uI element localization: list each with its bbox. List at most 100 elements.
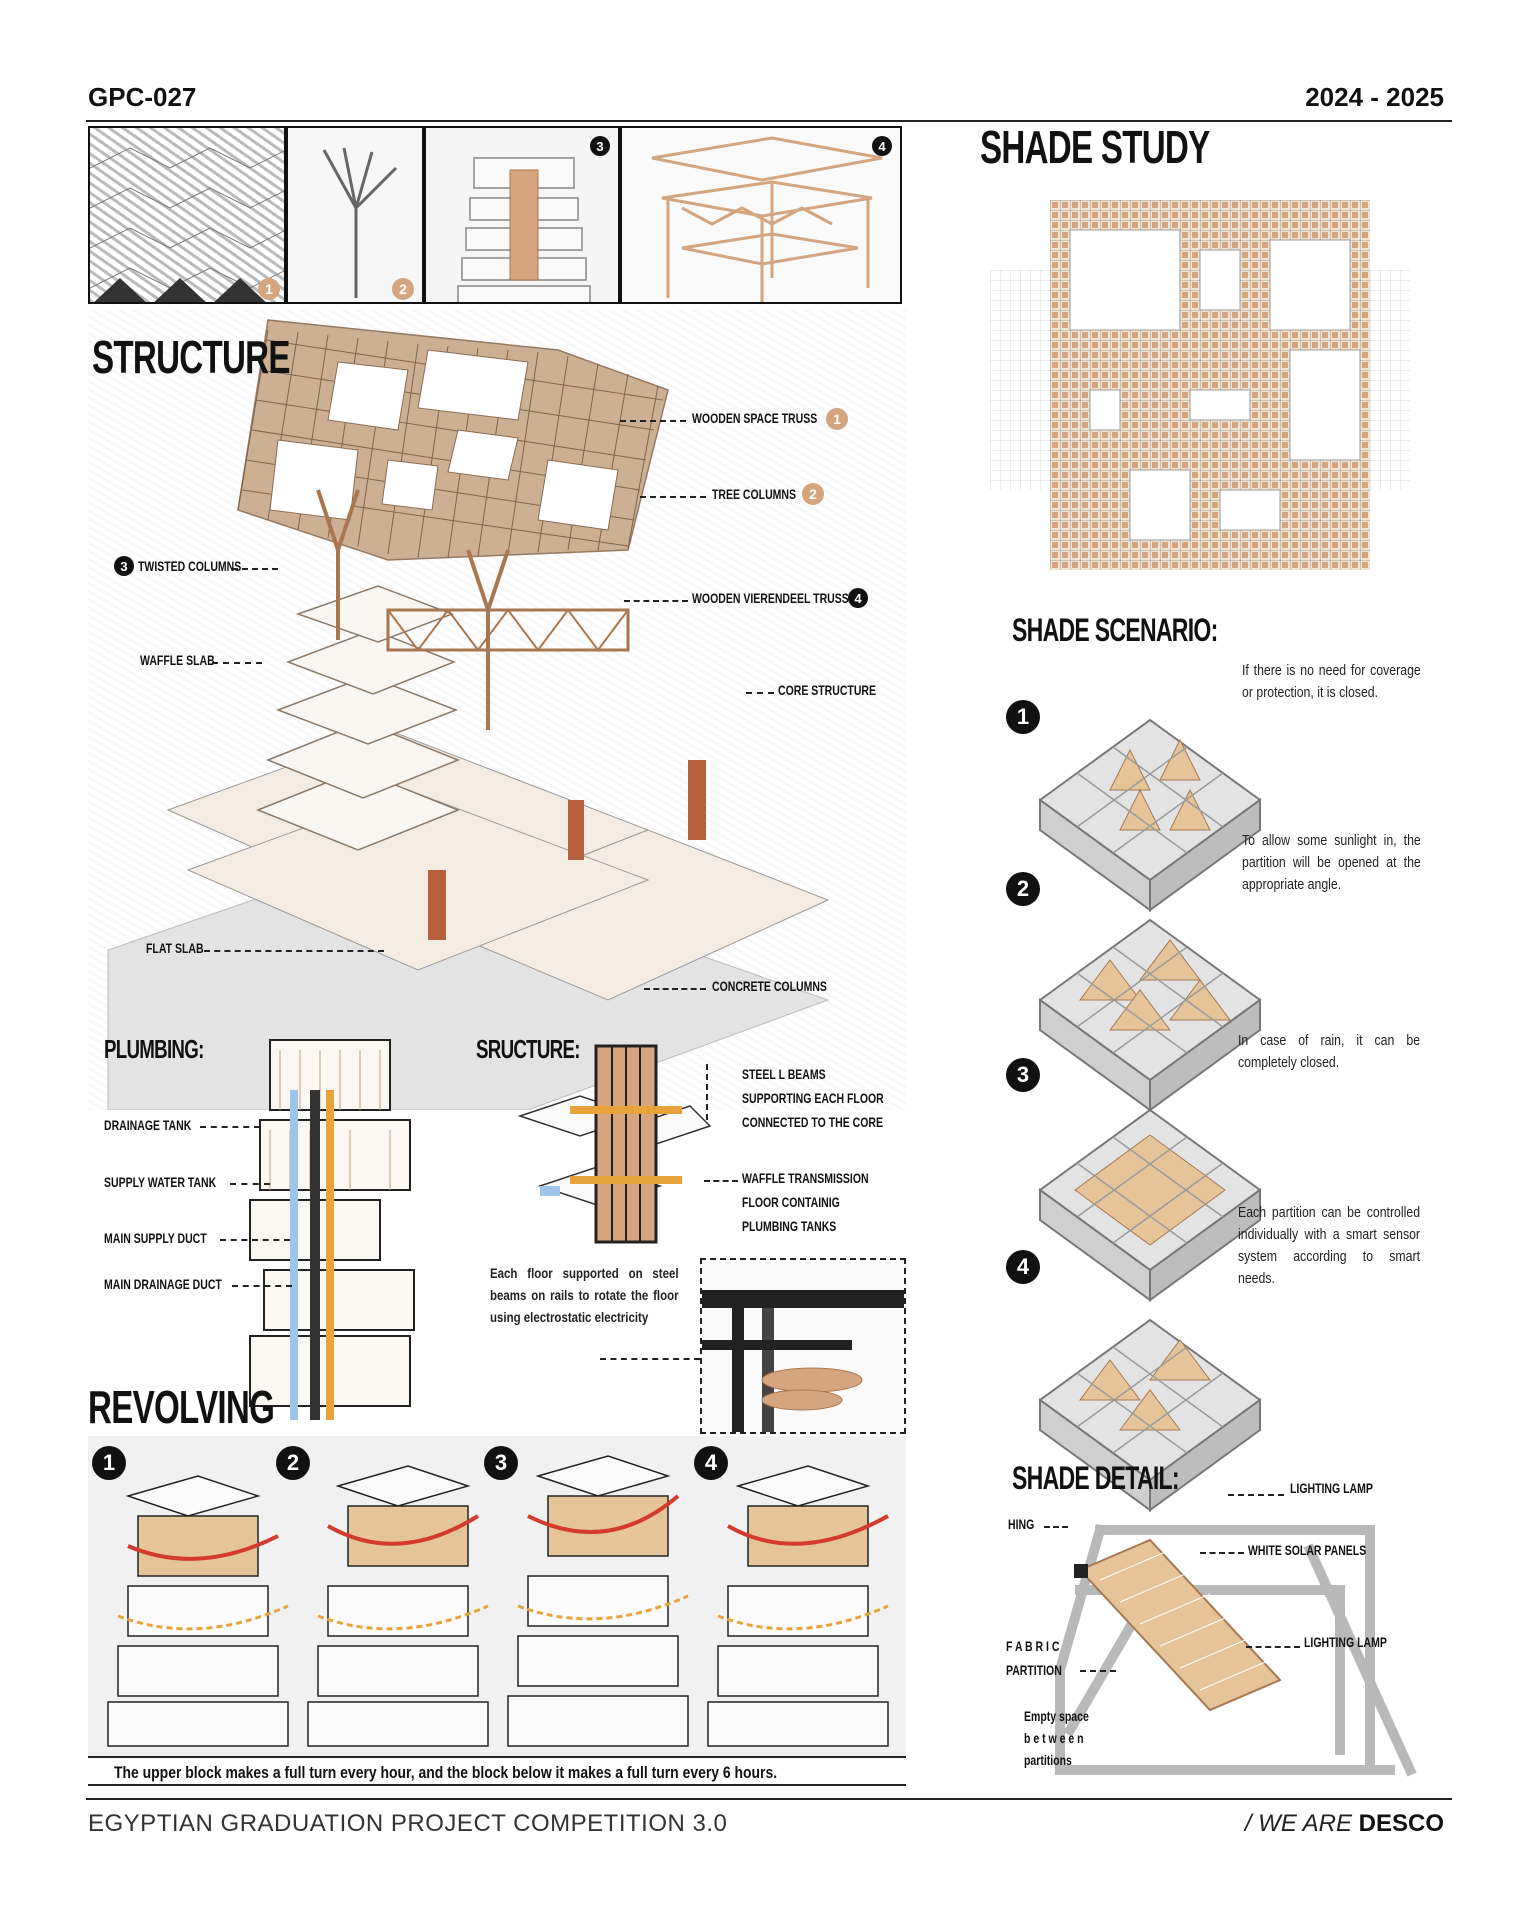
leader-core-structure [746, 692, 774, 694]
twisted-columns-drawing [457, 157, 591, 302]
revolving-title: REVOLVING [88, 1381, 275, 1433]
leader-white-solar-panels [1200, 1552, 1244, 1554]
scenario-num-1: 1 [1006, 700, 1040, 734]
badge-4: 4 [872, 136, 892, 156]
leader-waffle-slab [212, 662, 262, 664]
scenario-text-3: In case of rain, it can be completely cl… [1238, 1032, 1421, 1071]
badge-3: 3 [590, 136, 610, 156]
header-rule [86, 120, 1452, 122]
revolving-towers-drawing [107, 1455, 889, 1747]
badge-2: 2 [392, 278, 414, 300]
project-code: GPC-027 [88, 82, 197, 112]
leader-main-drainage-duct [232, 1285, 292, 1287]
truss-badge: 1 [826, 408, 848, 430]
structure-axonometric-drawing [107, 319, 830, 1110]
label-tree-columns: TREE COLUMNS [712, 486, 796, 502]
label-main-supply-duct: MAIN SUPPLY DUCT [104, 1230, 207, 1246]
label-lighting-lamp-top: LIGHTING LAMP [1290, 1480, 1373, 1496]
rail-detail-drawing [702, 1290, 904, 1432]
label-drainage-tank: DRAINAGE TANK [104, 1117, 192, 1133]
twisted-columns-panel: 3 [424, 126, 620, 304]
revolving-panel [88, 1436, 906, 1756]
tree-column-panel: 2 [286, 126, 424, 304]
revolving-step-2: 2 [276, 1446, 310, 1480]
shade-detail-drawing [1053, 1523, 1417, 1777]
leader-supply-water-tank [230, 1183, 270, 1185]
leader-partition [1080, 1670, 1116, 1672]
scenario-num-3: 3 [1006, 1058, 1040, 1092]
leader-concrete-columns [644, 988, 706, 990]
core-beam-drawing [517, 1044, 712, 1244]
label-waffle-1: WAFFLE TRANSMISSION [742, 1170, 869, 1186]
label-white-solar-panels: WHITE SOLAR PANELS [1248, 1542, 1367, 1558]
label-supply-water-tank: SUPPLY WATER TANK [104, 1174, 217, 1190]
leader-lighting-lamp-mid [1246, 1646, 1300, 1648]
footer-rule [86, 1798, 1452, 1800]
project-year: 2024 - 2025 [1305, 82, 1444, 112]
vierendeel-truss-panel: 4 [620, 126, 902, 304]
label-waffle-3: PLUMBING TANKS [742, 1218, 837, 1234]
space-truss-grid [237, 319, 669, 561]
leader-twisted-columns [232, 568, 278, 570]
shade-study-title: SHADE STUDY [980, 121, 1210, 173]
label-wooden-vierendeel-truss: WOODEN VIERENDEEL TRUSS [692, 590, 849, 606]
revolving-step-4: 4 [694, 1446, 728, 1480]
scenario-text-1: If there is no need for coverage or prot… [1242, 662, 1421, 701]
plumbing-title: PLUMBING: [104, 1034, 204, 1064]
shade-detail-title: SHADE DETAIL: [1012, 1460, 1180, 1496]
label-empty-space-3: partitions [1024, 1752, 1072, 1768]
leader-vierendeel [624, 600, 688, 602]
label-waffle-2: FLOOR CONTAINIG [742, 1194, 840, 1210]
leader-floor-note [600, 1358, 700, 1360]
leader-tree-columns [640, 496, 706, 498]
leader-flat-slab [204, 950, 384, 952]
vierendeel-badge: 4 [848, 588, 868, 608]
brand-prefix: / WE ARE [1244, 1810, 1359, 1837]
scenario-num-2: 2 [1006, 872, 1040, 906]
label-steel-beams-1: STEEL L BEAMS [742, 1066, 826, 1082]
leader-hing [1044, 1526, 1068, 1528]
plumbing-tower-drawing [249, 1039, 415, 1420]
label-waffle-slab: WAFFLE SLAB [140, 652, 215, 668]
revolving-caption-bar: The upper block makes a full turn every … [88, 1756, 906, 1786]
revolving-step-3: 3 [484, 1446, 518, 1480]
facade-pattern-drawing [90, 147, 284, 302]
label-partition: PARTITION [1006, 1662, 1062, 1678]
leader-waffle [704, 1180, 738, 1182]
shade-scenario-title: SHADE SCENARIO: [1012, 612, 1218, 648]
label-empty-space-1: Empty space [1024, 1708, 1089, 1724]
scenario-text-2: To allow some sunlight in, the partition… [1242, 832, 1421, 893]
label-flat-slab: FLAT SLAB [146, 940, 204, 956]
leader-steel-beams [706, 1064, 708, 1120]
label-concrete-columns: CONCRETE COLUMNS [712, 978, 827, 994]
competition-name: EGYPTIAN GRADUATION PROJECT COMPETITION … [88, 1810, 728, 1837]
vierendeel-truss-drawing [651, 136, 883, 302]
brand-name: DESCO [1358, 1810, 1444, 1837]
label-core-structure: CORE STRUCTURE [778, 682, 877, 698]
label-lighting-lamp-mid: LIGHTING LAMP [1304, 1634, 1387, 1650]
badge-1: 1 [258, 278, 280, 300]
sructure-title: SRUCTURE: [476, 1034, 580, 1064]
brand-logo: / WE ARE DESCO [1245, 1810, 1444, 1838]
floor-support-note: Each floor supported on steel beams on r… [490, 1265, 679, 1325]
label-steel-beams-2: SUPPORTING EACH FLOOR [742, 1090, 884, 1106]
shade-study-plan [990, 200, 1410, 570]
shade-scenario-modules [1038, 718, 1262, 1512]
revolving-step-1: 1 [92, 1446, 126, 1480]
structure-title: STRUCTURE [92, 331, 290, 383]
label-steel-beams-3: CONNECTED TO THE CORE [742, 1114, 883, 1130]
label-empty-space-2: b e t w e e n [1024, 1730, 1084, 1746]
label-main-drainage-duct: MAIN DRAINAGE DUCT [104, 1276, 222, 1292]
leader-main-supply-duct [220, 1239, 290, 1241]
leader-drainage-tank [200, 1126, 260, 1128]
facade-pattern-panel: 1 [88, 126, 286, 304]
leader-space-truss [620, 420, 686, 422]
tree-column-drawing [322, 147, 398, 298]
twisted-badge: 3 [114, 556, 134, 576]
label-hing: HING [1008, 1516, 1035, 1532]
label-wooden-space-truss: WOODEN SPACE TRUSS [692, 410, 818, 426]
tree-badge: 2 [802, 483, 824, 505]
scenario-text-4: Each partition can be controlled individ… [1238, 1204, 1421, 1287]
rail-detail-box [700, 1258, 906, 1434]
label-fabric: F A B R I C [1006, 1638, 1060, 1654]
